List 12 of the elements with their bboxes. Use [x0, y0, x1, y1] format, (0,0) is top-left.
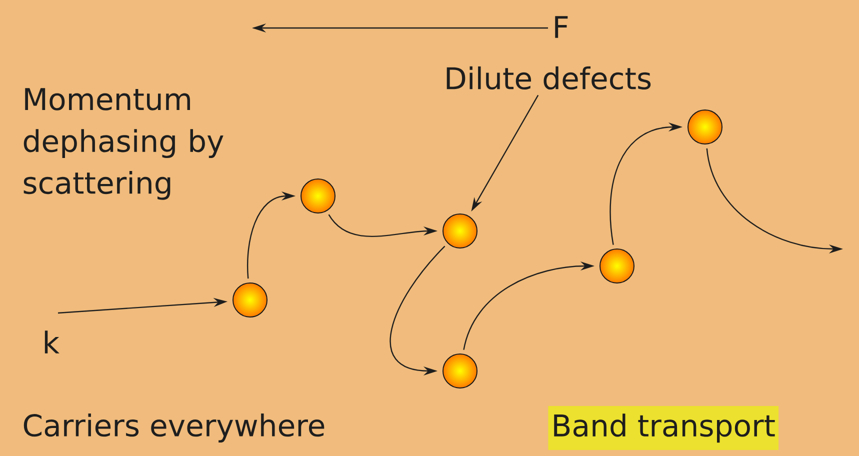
highlighted-label: Band transport [548, 406, 779, 450]
particle-circle [300, 178, 336, 214]
momentum-label: k [44, 330, 60, 354]
particle-circle [442, 214, 478, 248]
particle-circle [232, 282, 268, 318]
caption-text: Momentum dephasing by scattering [24, 88, 224, 200]
text-label: Carriers everywhere [24, 414, 324, 442]
particle-circle [600, 248, 634, 284]
particle-circle [442, 354, 478, 388]
text-label: Dilute defects [446, 66, 651, 90]
particle-circle [688, 110, 722, 144]
force-label: F [555, 16, 568, 38]
